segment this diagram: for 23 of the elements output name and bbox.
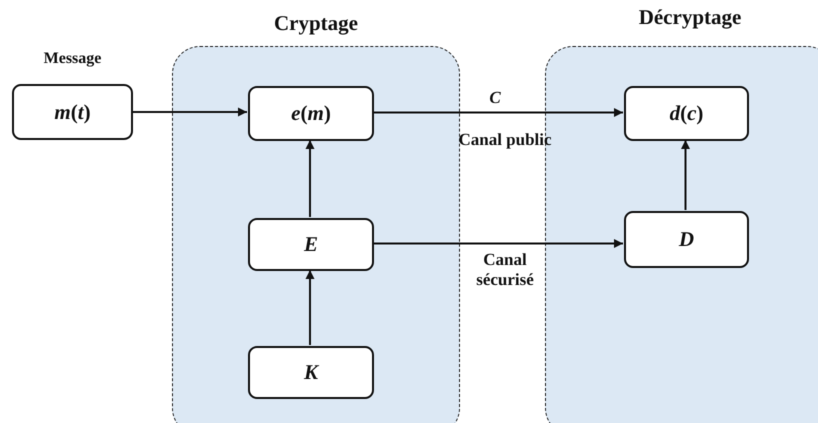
edge-label: C	[488, 88, 502, 108]
arrow	[306, 270, 314, 345]
math-label: m(t)	[54, 100, 91, 124]
process-box	[248, 346, 374, 399]
process-box	[248, 86, 374, 141]
arrow	[373, 108, 623, 117]
math-label: d(c)	[670, 101, 704, 126]
process-box	[248, 218, 374, 271]
arrow	[681, 140, 690, 210]
group-heading: Décryptage	[638, 5, 742, 30]
channel-label: Canal public	[457, 130, 553, 150]
group-heading: Cryptage	[273, 11, 359, 36]
math-label: e(m)	[291, 101, 331, 126]
math-label: K	[304, 360, 318, 385]
process-box	[624, 211, 749, 268]
group-heading: Message	[42, 50, 102, 68]
process-box	[624, 86, 749, 141]
edge-label: Canal sécurisé	[475, 250, 535, 291]
arrow	[373, 239, 623, 248]
arrow	[306, 140, 314, 217]
math-label: E	[304, 232, 318, 257]
arrow	[133, 108, 247, 116]
math-label: D	[678, 227, 694, 252]
